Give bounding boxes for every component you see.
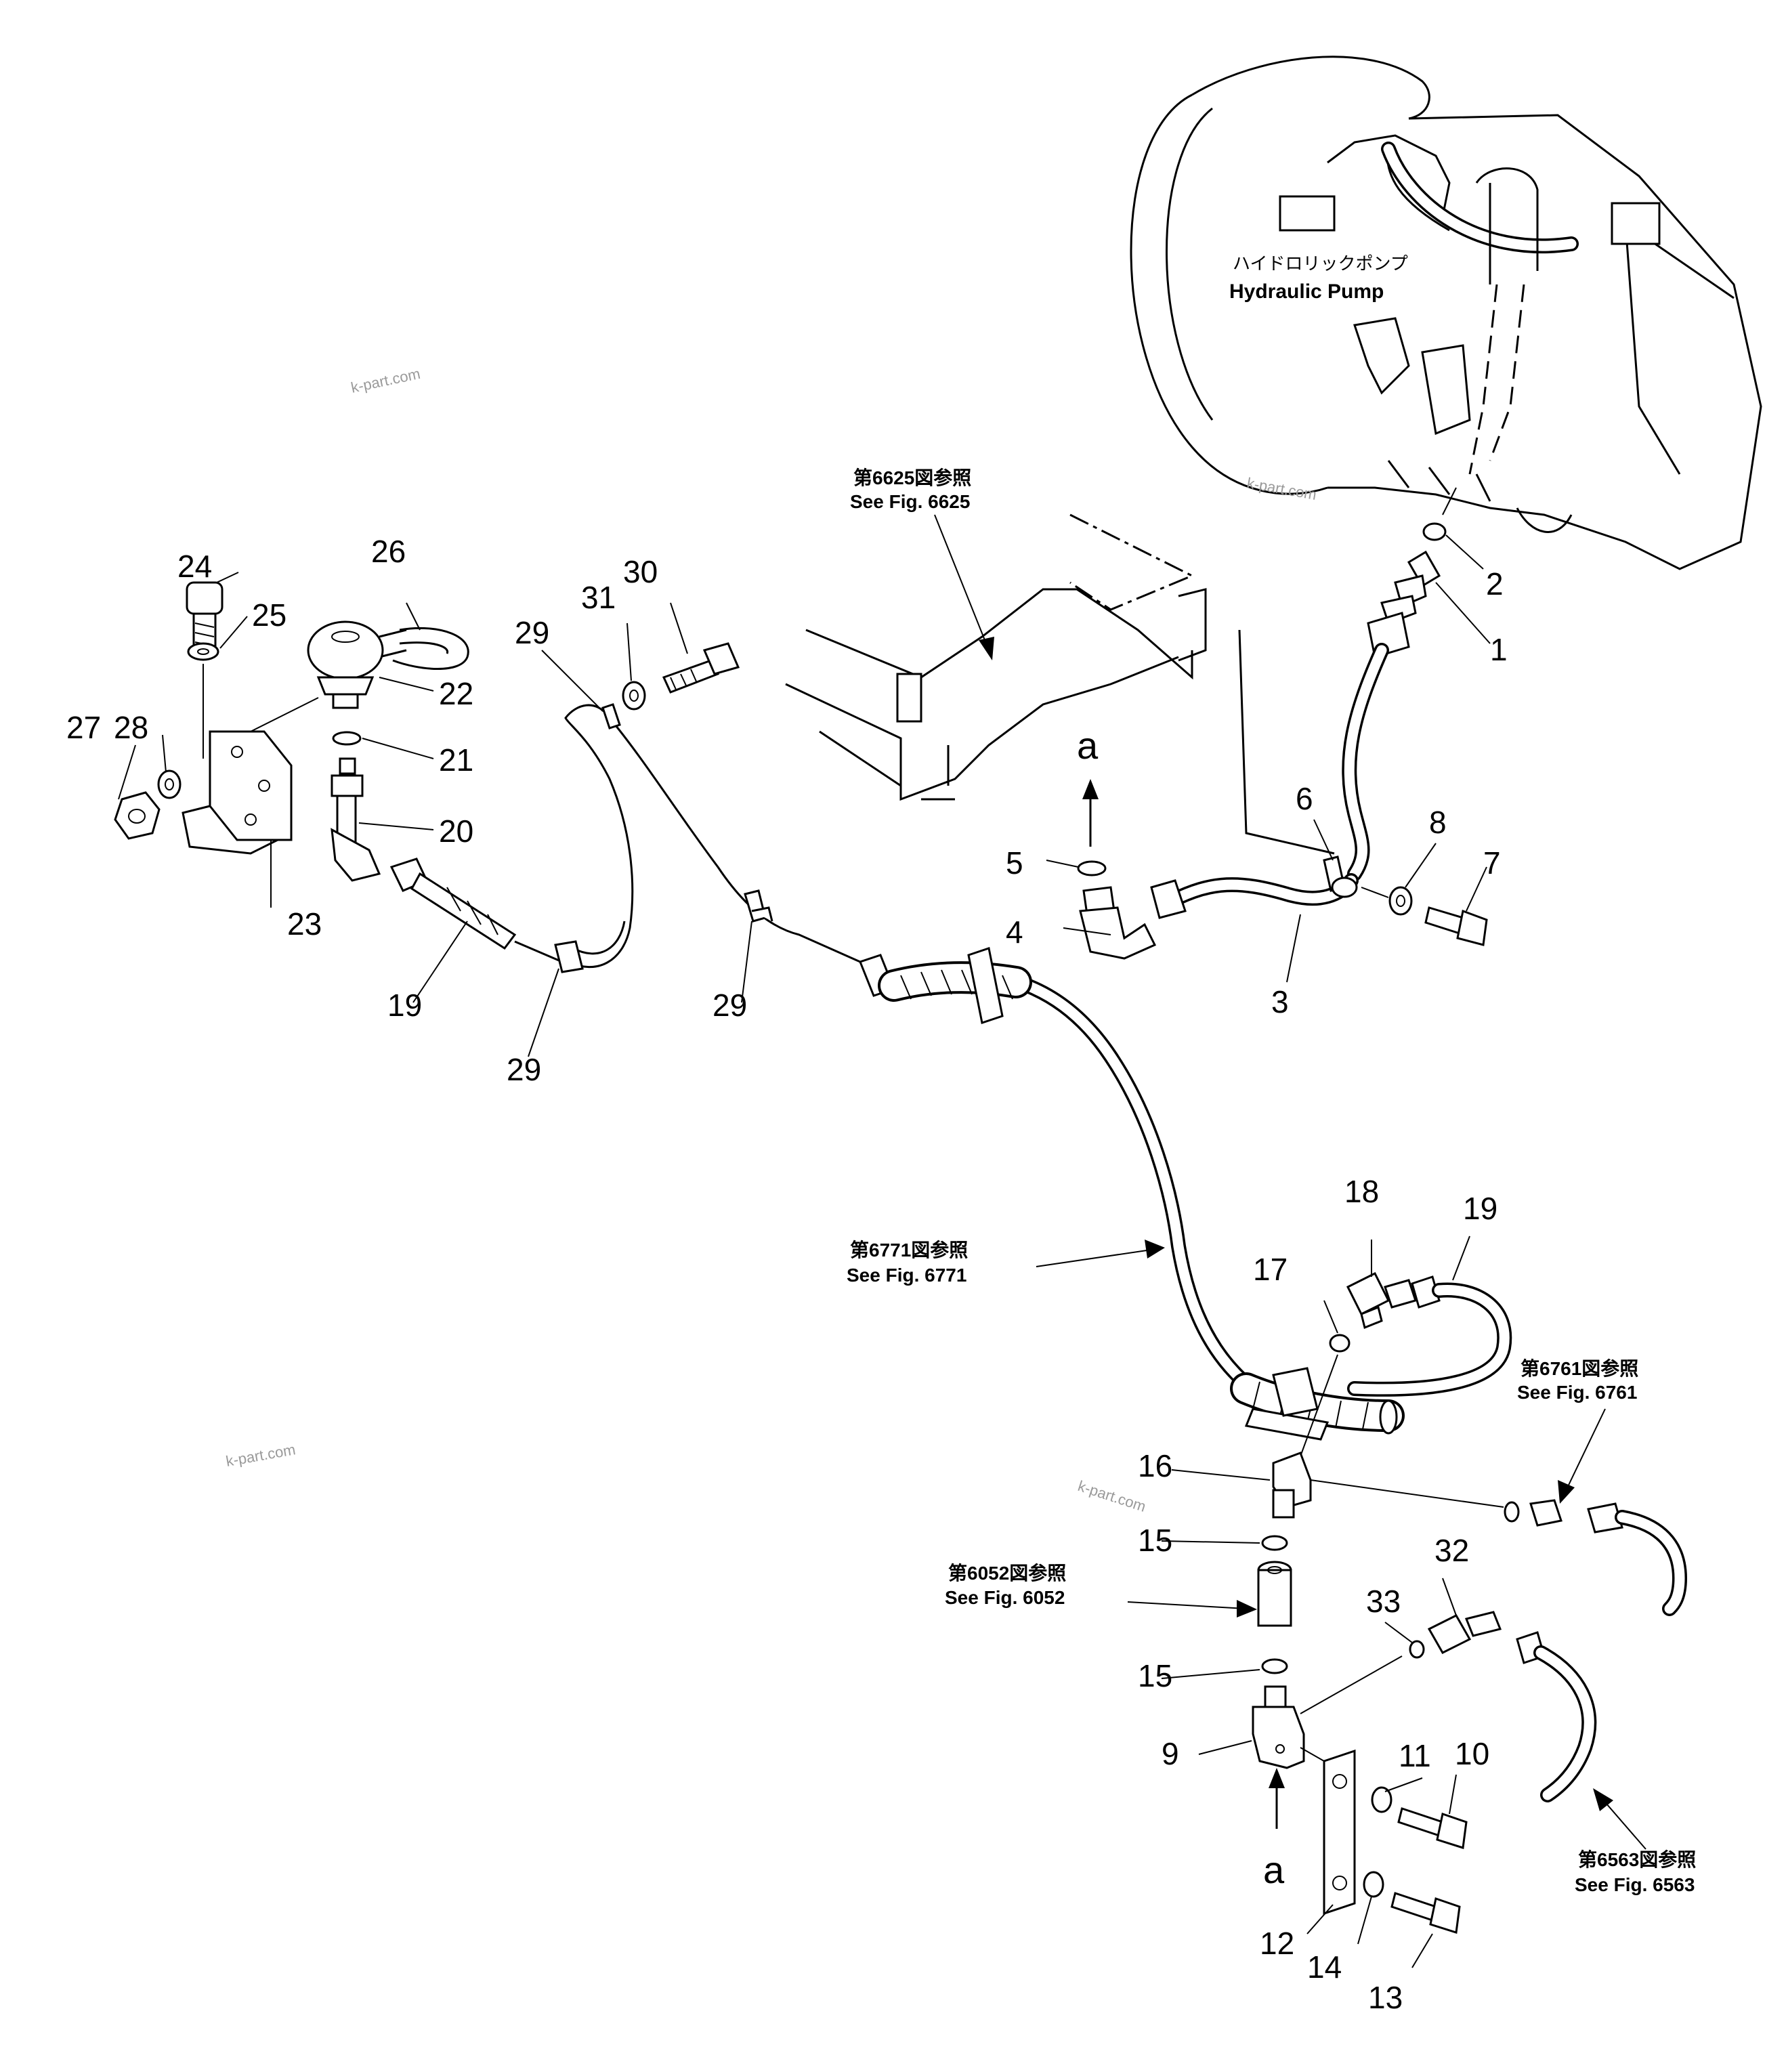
marker-a-top: a (1077, 724, 1099, 767)
valve-stack (1252, 1271, 1688, 1934)
washer-25 (187, 642, 219, 661)
callout-19-left: 19 (387, 988, 422, 1023)
callout-29-bottom-left: 29 (507, 1052, 541, 1087)
o-ring-15b (1261, 1658, 1288, 1674)
callout-4: 4 (1006, 914, 1023, 950)
callout-2: 2 (1486, 566, 1504, 601)
bolt-7 (1424, 906, 1464, 935)
callout-7: 7 (1483, 845, 1501, 881)
callout-3: 3 (1271, 984, 1289, 1019)
o-ring-33 (1409, 1640, 1425, 1659)
accumulator-assembly (114, 581, 563, 963)
washer-14 (1363, 1871, 1384, 1898)
callout-31: 31 (581, 580, 616, 615)
callout-14: 14 (1307, 1949, 1342, 1985)
watermark-3: k-part.com (225, 1441, 297, 1470)
callout-29-top: 29 (515, 615, 549, 650)
callout-numbers: 2 1 6 8 7 5 4 3 24 26 25 22 21 20 28 27 … (66, 534, 1508, 2015)
ref-6052-jp: 第6052図参照 (948, 1562, 1066, 1584)
large-hose (859, 947, 1405, 1441)
callout-30: 30 (623, 554, 658, 589)
elbow-18 (1346, 1271, 1390, 1316)
ref-6625-en: See Fig. 6625 (850, 491, 970, 512)
callout-17: 17 (1253, 1252, 1288, 1287)
marker-a-bottom: a (1263, 1848, 1285, 1891)
elbow-32 (1427, 1614, 1472, 1654)
callout-11: 11 (1399, 1738, 1431, 1773)
o-ring-21 (332, 731, 362, 746)
callout-22: 22 (439, 676, 473, 711)
valve-9 (1252, 1706, 1305, 1769)
callout-19-right: 19 (1463, 1191, 1497, 1226)
callout-25: 25 (252, 597, 286, 633)
callout-27: 27 (66, 710, 101, 745)
callout-1: 1 (1490, 632, 1508, 667)
ref-6563-jp: 第6563図参照 (1578, 1848, 1696, 1870)
o-ring-15a (1261, 1535, 1288, 1551)
washer-31 (622, 681, 646, 711)
plate-12 (1323, 1749, 1356, 1916)
watermark-1: k-part.com (349, 365, 422, 396)
washer-11 (1371, 1786, 1392, 1813)
ref-6761-en: See Fig. 6761 (1517, 1382, 1637, 1403)
callout-32: 32 (1434, 1533, 1469, 1568)
leader-lines (118, 514, 1646, 1968)
callout-8: 8 (1429, 805, 1447, 840)
bracket-23 (209, 730, 293, 841)
pump-label-en: Hydraulic Pump (1229, 280, 1384, 303)
frame-outline (785, 513, 1335, 855)
callout-6: 6 (1296, 781, 1313, 816)
callout-24: 24 (177, 549, 212, 584)
callout-13: 13 (1368, 1980, 1403, 2015)
pump-outlet-line (1077, 487, 1488, 960)
callout-5: 5 (1006, 845, 1023, 881)
callout-15-upper: 15 (1138, 1523, 1172, 1558)
ref-6761-jp: 第6761図参照 (1521, 1357, 1638, 1379)
washer-28 (157, 769, 182, 799)
callout-20: 20 (439, 813, 473, 849)
o-ring-5 (1077, 860, 1107, 876)
callout-10: 10 (1455, 1736, 1489, 1771)
o-ring-2 (1422, 522, 1447, 541)
o-ring-17 (1329, 1334, 1351, 1353)
callout-29-middle: 29 (713, 988, 747, 1023)
callout-28: 28 (114, 710, 148, 745)
figure-references: 第6625図参照 See Fig. 6625 第6771図参照 See Fig.… (847, 467, 1696, 1895)
washer-8 (1388, 886, 1413, 916)
tube-with-clamps (554, 642, 861, 973)
callout-21: 21 (439, 742, 473, 778)
callout-23: 23 (287, 906, 322, 942)
callout-26: 26 (371, 534, 406, 569)
ref-6052-en: See Fig. 6052 (945, 1587, 1065, 1608)
nut-27 (114, 791, 161, 840)
callout-9: 9 (1162, 1736, 1179, 1771)
ref-6625-jp: 第6625図参照 (853, 467, 971, 488)
bolt-13 (1390, 1892, 1437, 1922)
watermark-2: k-part.com (1246, 474, 1318, 503)
bolt-10 (1397, 1807, 1444, 1837)
callout-16: 16 (1138, 1448, 1172, 1483)
ref-6771-jp: 第6771図参照 (850, 1239, 968, 1261)
callout-33: 33 (1366, 1584, 1401, 1619)
bolt-24-head (186, 581, 224, 615)
ref-6771-en: See Fig. 6771 (847, 1265, 966, 1286)
callout-15-lower: 15 (1138, 1658, 1172, 1693)
callout-12: 12 (1260, 1926, 1294, 1961)
ref-6563-en: See Fig. 6563 (1575, 1874, 1695, 1895)
pump-label-jp: ハイドロリックポンプ (1233, 253, 1408, 274)
callout-18: 18 (1344, 1174, 1379, 1209)
accumulator-22 (307, 620, 384, 680)
coupling (1257, 1569, 1292, 1627)
hydraulic-pump-assembly: ハイドロリックポンプ Hydraulic Pump (1130, 56, 1762, 570)
